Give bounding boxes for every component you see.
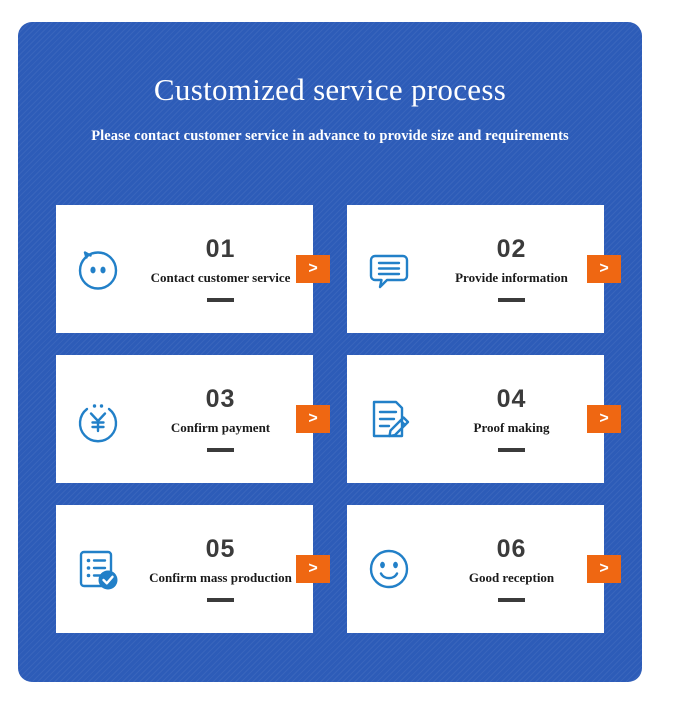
- step-divider: [498, 448, 525, 452]
- step-number: 02: [496, 235, 527, 263]
- step-divider: [207, 448, 234, 452]
- step-arrow-button[interactable]: >: [587, 405, 621, 433]
- step-number: 05: [205, 535, 236, 563]
- header-block: Customized service process Please contac…: [18, 72, 642, 145]
- step-text-06: 06 Good reception: [417, 536, 604, 602]
- step-card-02[interactable]: 02 Provide information >: [347, 205, 621, 333]
- speech-bubble-lines-icon: [361, 241, 417, 297]
- yen-circle-icon: [70, 391, 126, 447]
- step-divider: [207, 298, 234, 302]
- step-divider: [498, 298, 525, 302]
- step-divider: [207, 598, 234, 602]
- step-card-06[interactable]: 06 Good reception >: [347, 505, 621, 633]
- step-label: Contact customer service: [150, 270, 291, 285]
- step-label: Provide information: [455, 270, 568, 285]
- steps-grid: 01 Contact customer service >: [56, 205, 621, 633]
- step-text-02: 02 Provide information: [417, 236, 604, 302]
- step-number: 01: [205, 235, 236, 263]
- step-card-01[interactable]: 01 Contact customer service >: [56, 205, 330, 333]
- step-arrow-button[interactable]: >: [587, 555, 621, 583]
- step-text-05: 05 Confirm mass production: [126, 536, 313, 602]
- step-arrow-button[interactable]: >: [296, 405, 330, 433]
- smiley-face-icon: [361, 541, 417, 597]
- step-arrow-button[interactable]: >: [587, 255, 621, 283]
- step-divider: [498, 598, 525, 602]
- page-title: Customized service process: [153, 72, 507, 107]
- process-panel: Customized service process Please contac…: [18, 22, 642, 682]
- step-label: Good reception: [468, 570, 555, 585]
- step-number: 04: [496, 385, 527, 413]
- step-arrow-button[interactable]: >: [296, 555, 330, 583]
- step-card-04[interactable]: 04 Proof making >: [347, 355, 621, 483]
- step-card-05[interactable]: 05 Confirm mass production >: [56, 505, 330, 633]
- step-number: 06: [496, 535, 527, 563]
- steps-row: 01 Contact customer service >: [56, 205, 621, 333]
- step-text-04: 04 Proof making: [417, 386, 604, 452]
- step-arrow-button[interactable]: >: [296, 255, 330, 283]
- document-pencil-icon: [361, 391, 417, 447]
- checklist-check-icon: [70, 541, 126, 597]
- steps-row: 05 Confirm mass production >: [56, 505, 621, 633]
- step-text-03: 03 Confirm payment: [126, 386, 313, 452]
- steps-row: 03 Confirm payment >: [56, 355, 621, 483]
- step-text-01: 01 Contact customer service: [126, 236, 313, 302]
- chat-face-icon: [70, 241, 126, 297]
- step-number: 03: [205, 385, 236, 413]
- page-subtitle: Please contact customer service in advan…: [91, 128, 569, 144]
- step-card-03[interactable]: 03 Confirm payment >: [56, 355, 330, 483]
- step-label: Confirm payment: [170, 420, 271, 435]
- step-label: Proof making: [473, 420, 550, 435]
- step-label: Confirm mass production: [149, 570, 292, 585]
